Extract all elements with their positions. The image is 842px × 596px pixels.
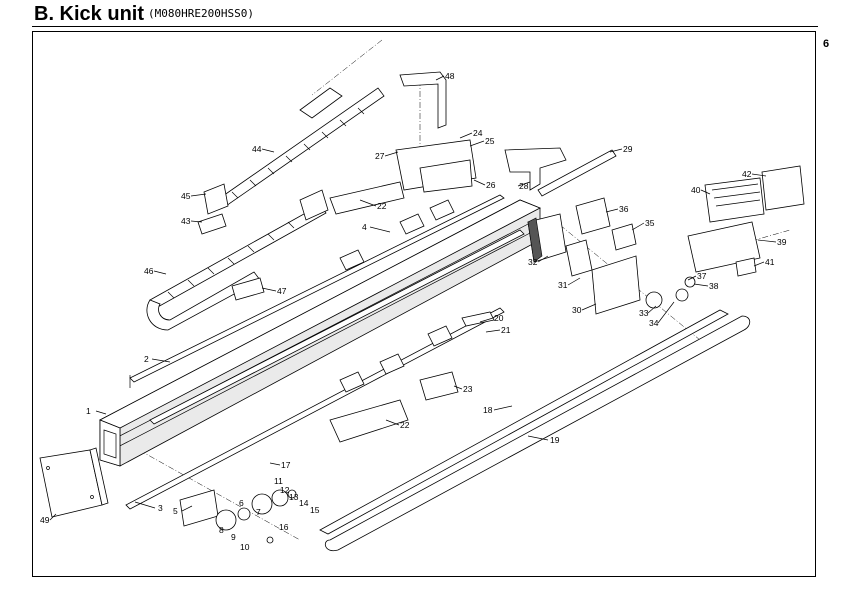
callout-20: 20 (494, 313, 504, 323)
callout-30: 30 (572, 305, 582, 315)
upper-plate-assembly-part (329, 139, 477, 215)
pulley-group-parts (179, 489, 297, 544)
top-bracket-part (399, 71, 447, 129)
callout-21: 21 (501, 325, 511, 335)
chain-bracket-parts (197, 183, 265, 301)
callout-28: 28 (519, 181, 529, 191)
control-box-parts (687, 165, 805, 277)
callout-22-lower: 22 (400, 420, 410, 430)
callout-22-upper: 22 (377, 201, 387, 211)
carriage-block-parts (339, 199, 455, 393)
callout-4: 4 (362, 222, 367, 232)
section-title-text: B. Kick unit (34, 3, 145, 25)
callout-10: 10 (240, 542, 250, 552)
cable-chain-parts (146, 87, 385, 331)
callout-25: 25 (485, 136, 495, 146)
end-plate-part (39, 447, 109, 518)
callout-27: 27 (375, 151, 385, 161)
callout-19: 19 (550, 435, 560, 445)
callout-48: 48 (445, 71, 455, 81)
callout-6: 6 (239, 498, 244, 508)
callout-45: 45 (181, 191, 191, 201)
callout-8: 8 (219, 525, 224, 535)
mounting-plate-parts (329, 311, 495, 443)
callout-38: 38 (709, 281, 719, 291)
callout-13: 13 (289, 492, 299, 502)
page-number: 6 (823, 38, 830, 50)
timing-belt-parts (319, 309, 751, 552)
callout-49: 49 (40, 515, 50, 525)
callout-15: 15 (310, 505, 320, 515)
bracket-and-bar-parts (504, 147, 617, 197)
callout-26: 26 (486, 180, 496, 190)
callout-5: 5 (173, 506, 178, 516)
callout-32: 32 (528, 257, 538, 267)
callout-14: 14 (299, 498, 309, 508)
callout-9: 9 (231, 532, 236, 542)
callout-42: 42 (742, 169, 752, 179)
callout-34: 34 (649, 318, 659, 328)
model-code: (M080HRE200HSS0) (148, 7, 254, 20)
callout-12: 12 (280, 485, 290, 495)
callout-41: 41 (765, 257, 775, 267)
callout-35: 35 (645, 218, 655, 228)
callout-31: 31 (558, 280, 568, 290)
callout-1: 1 (86, 406, 91, 416)
motor-group-parts (527, 197, 696, 315)
callout-46: 46 (144, 266, 154, 276)
callout-24: 24 (473, 128, 483, 138)
callout-47: 47 (277, 286, 287, 296)
diagram-frame (32, 31, 816, 577)
callout-3: 3 (158, 503, 163, 513)
callout-17: 17 (281, 460, 291, 470)
title-underline (32, 26, 818, 27)
linear-rail-parts (125, 194, 525, 510)
callout-40: 40 (691, 185, 701, 195)
callout-43: 43 (181, 216, 191, 226)
callout-18: 18 (483, 405, 493, 415)
callout-7: 7 (256, 507, 261, 517)
callout-29: 29 (623, 144, 633, 154)
callout-36: 36 (619, 204, 629, 214)
callout-2: 2 (144, 354, 149, 364)
callout-11: 11 (274, 476, 283, 486)
callout-39: 39 (777, 237, 787, 247)
callout-37: 37 (697, 271, 707, 281)
section-title: B. Kick unit(M080HRE200HSS0) (34, 2, 254, 26)
callout-33: 33 (639, 308, 649, 318)
callout-16: 16 (279, 522, 289, 532)
callout-labels: 1 2 3 4 5 6 7 8 9 10 11 12 13 14 15 16 1… (40, 71, 787, 552)
callout-44: 44 (252, 144, 262, 154)
callout-23: 23 (463, 384, 473, 394)
